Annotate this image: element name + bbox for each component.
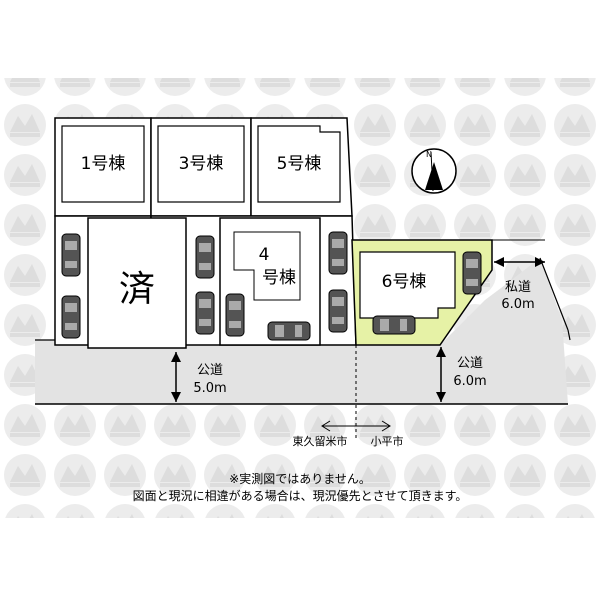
public-road-east-width: 6.0m [453, 374, 486, 389]
north-arrow-icon: N [411, 148, 457, 194]
road-width-marker [494, 257, 545, 267]
house-4-outline-inner [233, 231, 301, 301]
lot-sold-label: 済 [119, 269, 155, 310]
lot-3-label: 3号棟 [179, 154, 224, 174]
lot-6-label: 6号棟 [382, 272, 427, 292]
public-road-east-name: 公道 [457, 356, 483, 371]
house-5 [257, 125, 341, 203]
boundary-east-city: 小平市 [371, 434, 404, 448]
car-icon [462, 251, 482, 295]
house-1 [61, 125, 145, 203]
car-icon [61, 295, 81, 339]
road-edge-line [567, 329, 571, 341]
road-width-marker [436, 347, 446, 402]
svg-text:N: N [426, 150, 432, 159]
house-sold [87, 217, 187, 349]
public-road-west-width: 5.0m [193, 381, 226, 396]
lot-1-label: 1号棟 [81, 154, 126, 174]
lot-5-label: 5号棟 [277, 154, 322, 174]
car-icon [267, 321, 311, 341]
car-icon [328, 289, 348, 333]
public-road [35, 258, 568, 404]
disclaimer-line-2: 図面と現況に相違がある場合は、現況優先とさせて頂きます。 [132, 489, 468, 503]
car-icon [328, 231, 348, 275]
car-icon [225, 293, 245, 337]
car-icon [372, 315, 416, 335]
private-road-name: 私道 [505, 280, 531, 295]
road-width-marker [171, 352, 181, 402]
house-3 [157, 125, 245, 203]
disclaimer-line-1: ※実測図ではありません。 [229, 472, 371, 486]
lot-4-label-line2: 号棟 [262, 268, 296, 288]
car-icon [195, 291, 215, 335]
car-icon [195, 235, 215, 279]
boundary-west-city: 東久留米市 [293, 434, 348, 448]
boundary-arrow-icon [321, 420, 391, 432]
lot-4-label-line1: 4 [259, 245, 270, 265]
car-icon [61, 233, 81, 277]
road-edge-line [539, 257, 569, 331]
house-6 [359, 251, 456, 319]
public-road-west-name: 公道 [197, 363, 223, 378]
private-road-width: 6.0m [501, 297, 534, 312]
